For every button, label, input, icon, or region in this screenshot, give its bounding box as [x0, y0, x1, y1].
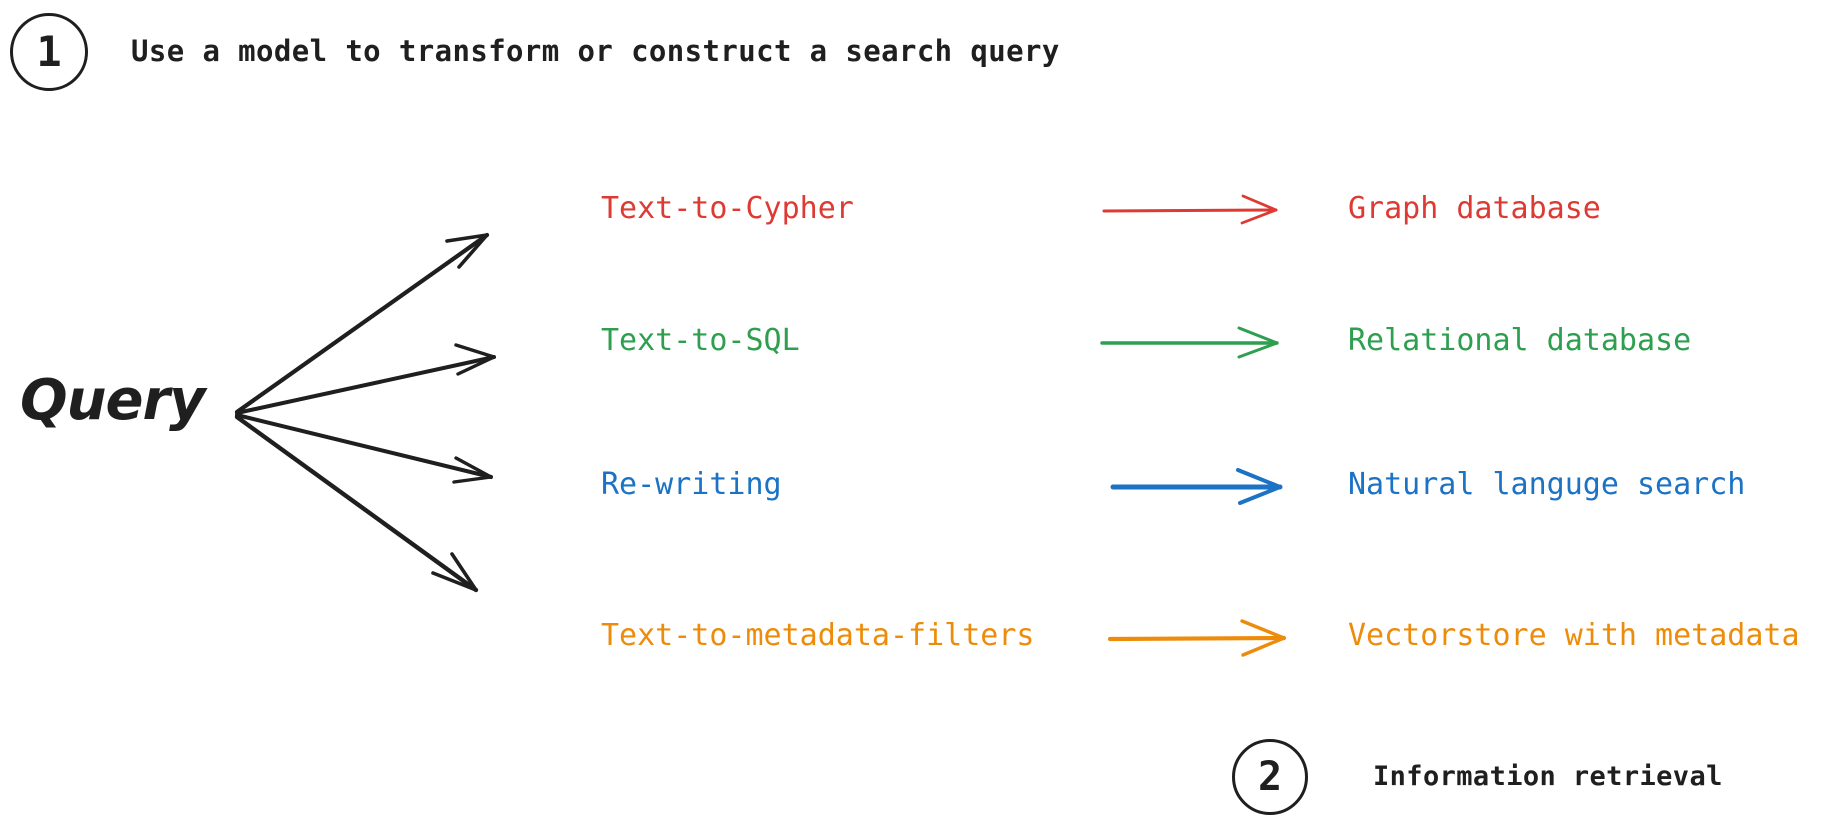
transform-label-text-to-cypher: Text-to-Cypher — [601, 191, 854, 226]
step-1-caption: Use a model to transform or construct a … — [131, 34, 1060, 68]
fan-arrow-3 — [235, 413, 493, 484]
step-1-badge: 1 — [10, 13, 88, 91]
fan-arrow-1 — [234, 232, 490, 415]
target-label-natural-language-search: Natural languge search — [1348, 467, 1746, 502]
step-2-caption: Information retrieval — [1373, 761, 1723, 792]
target-label-relational-database: Relational database — [1348, 323, 1692, 358]
fan-arrow-2 — [235, 343, 496, 415]
row-arrow-red — [1102, 194, 1278, 225]
row-arrow-orange — [1107, 619, 1287, 657]
row-arrow-green — [1100, 326, 1279, 359]
transform-label-text-to-sql: Text-to-SQL — [601, 323, 800, 358]
target-label-vectorstore-with-metadata: Vectorstore with metadata — [1348, 618, 1800, 653]
target-label-graph-database: Graph database — [1348, 191, 1601, 226]
query-source-label: Query — [20, 368, 206, 433]
transform-label-text-to-metadata-filters: Text-to-metadata-filters — [601, 618, 1035, 653]
step-2-badge: 2 — [1232, 739, 1308, 815]
row-arrow-blue — [1110, 468, 1283, 505]
transform-label-re-writing: Re-writing — [601, 467, 782, 502]
fan-arrow-4 — [234, 414, 479, 593]
